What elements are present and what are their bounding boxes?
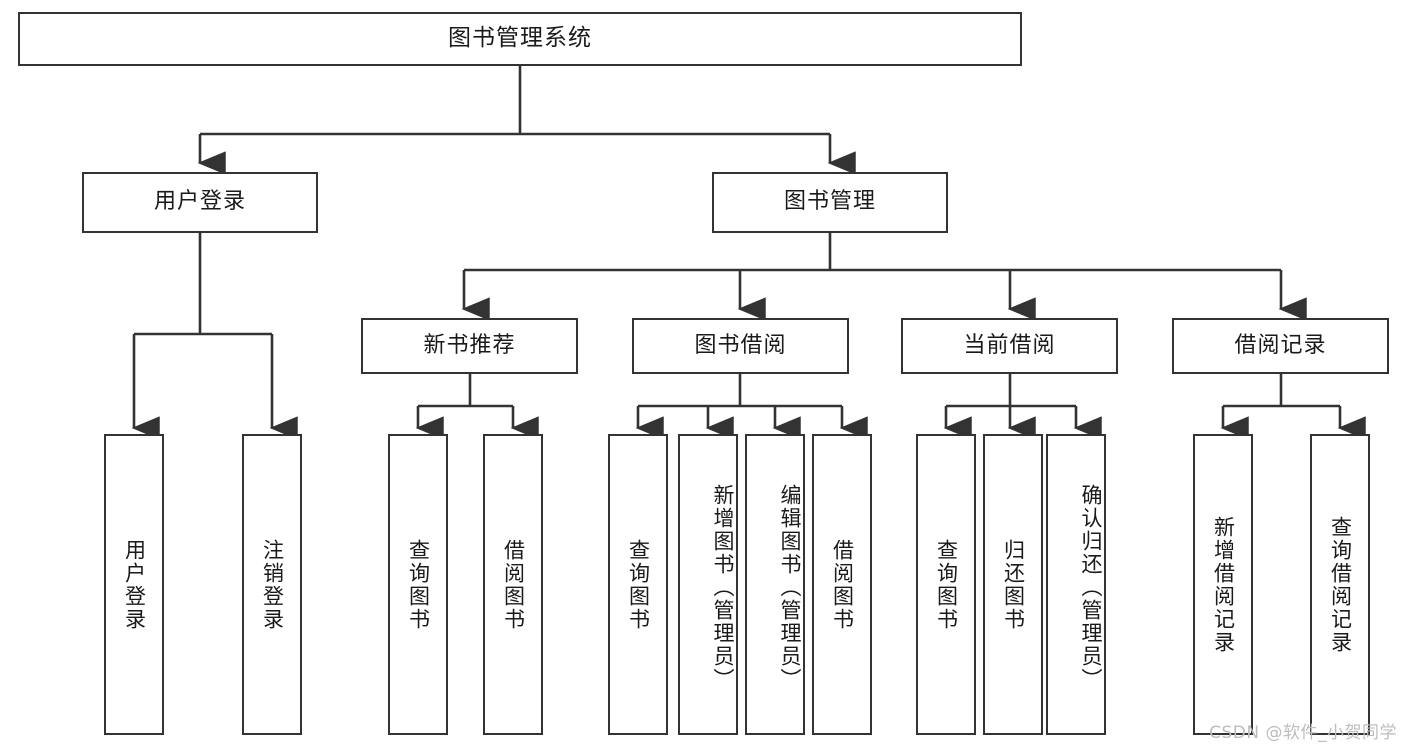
node-current-borrowing-label: 当前借阅	[963, 332, 1056, 358]
leaf-borrow-edit-book-label: 编辑图书（管理员）	[778, 484, 802, 691]
node-user-login-label: 用户登录	[153, 189, 246, 215]
node-root-label: 图书管理系统	[448, 25, 592, 52]
leaf-borrow-edit-book[interactable]: 编辑图书（管理员）	[745, 434, 805, 735]
leaf-cur-return-book[interactable]: 归还图书	[983, 434, 1043, 735]
leaf-borrow-query-book-label: 查询图书	[626, 538, 651, 631]
node-borrow-record[interactable]: 借阅记录	[1172, 318, 1389, 374]
node-book-borrowing[interactable]: 图书借阅	[632, 318, 849, 374]
node-borrow-record-label: 借阅记录	[1234, 332, 1327, 358]
leaf-borrow-borrow-book-label: 借阅图书	[830, 538, 855, 631]
leaf-rec-query-book-label: 查询图书	[406, 538, 431, 631]
node-book-management-label: 图书管理	[783, 189, 876, 215]
node-new-book-recommendation[interactable]: 新书推荐	[361, 318, 578, 374]
leaf-logout-label: 注销登录	[260, 538, 285, 631]
watermark: CSDN @软件_小贺同学	[1209, 723, 1397, 743]
leaf-user-login[interactable]: 用户登录	[104, 434, 164, 735]
node-current-borrowing[interactable]: 当前借阅	[901, 318, 1118, 374]
leaf-cur-confirm-return[interactable]: 确认归还（管理员）	[1046, 434, 1106, 735]
leaf-borrow-query-book[interactable]: 查询图书	[608, 434, 668, 735]
node-root[interactable]: 图书管理系统	[18, 12, 1022, 66]
node-user-login[interactable]: 用户登录	[82, 172, 318, 233]
leaf-rec-query-book[interactable]: 查询图书	[388, 434, 448, 735]
leaf-rec-add-record[interactable]: 新增借阅记录	[1193, 434, 1253, 735]
node-book-management[interactable]: 图书管理	[712, 172, 948, 233]
leaf-rec-query-record-label: 查询借阅记录	[1328, 515, 1353, 654]
leaf-logout[interactable]: 注销登录	[242, 434, 302, 735]
leaf-cur-query-book[interactable]: 查询图书	[916, 434, 976, 735]
leaf-rec-add-record-label: 新增借阅记录	[1211, 515, 1236, 654]
node-book-borrowing-label: 图书借阅	[694, 332, 787, 358]
leaf-cur-return-book-label: 归还图书	[1001, 538, 1026, 631]
leaf-cur-query-book-label: 查询图书	[934, 538, 959, 631]
leaf-borrow-add-book[interactable]: 新增图书（管理员）	[678, 434, 738, 735]
leaf-user-login-label: 用户登录	[122, 538, 147, 631]
leaf-rec-query-record[interactable]: 查询借阅记录	[1310, 434, 1370, 735]
node-new-book-recommendation-label: 新书推荐	[423, 332, 516, 358]
leaf-borrow-add-book-label: 新增图书（管理员）	[711, 484, 735, 691]
leaf-cur-confirm-return-label: 确认归还（管理员）	[1079, 484, 1103, 691]
leaf-rec-borrow-book-label: 借阅图书	[501, 538, 526, 631]
leaf-borrow-borrow-book[interactable]: 借阅图书	[812, 434, 872, 735]
leaf-rec-borrow-book[interactable]: 借阅图书	[483, 434, 543, 735]
